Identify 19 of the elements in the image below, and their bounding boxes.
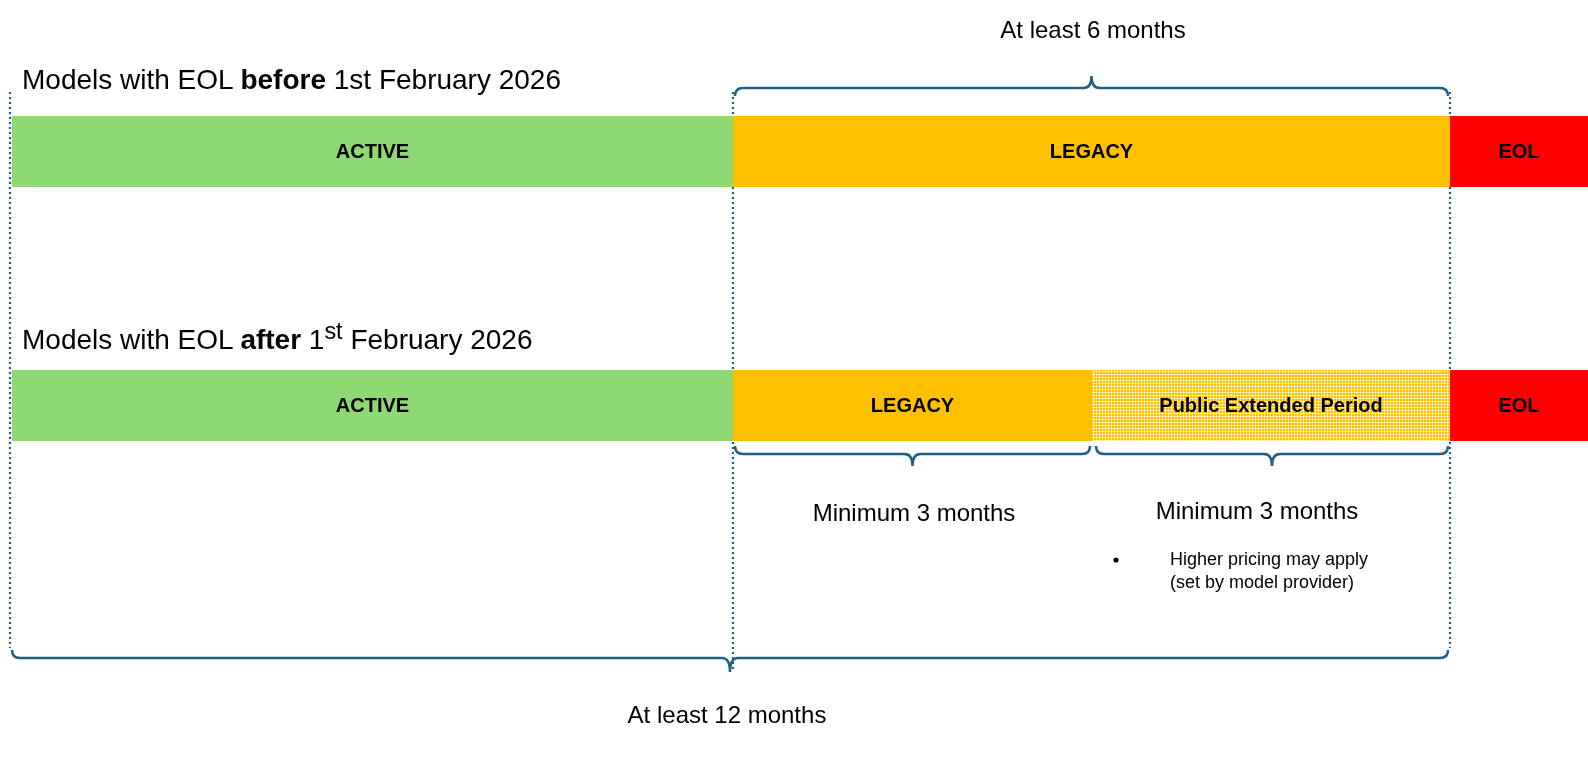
duration-label: Minimum 3 months [812,498,1016,529]
phase-label: EOL [1498,140,1540,163]
section-heading: Models with EOL after 1$^{st}$ February 2026 [22,316,533,358]
phase-label: ACTIVE [335,394,410,417]
phase-label: LEGACY [870,394,955,417]
phase-label: ACTIVE [335,140,410,163]
duration-label: At least 6 months [1000,15,1186,46]
active-phase-bar [12,370,733,441]
section-heading: Models with EOL before 1st February 2026 [22,62,561,97]
legacy-phase-bar [733,370,1092,441]
duration-label: At least 12 months [627,700,827,731]
eol-phase-bar [1450,116,1588,187]
duration-label: Minimum 3 months [1155,496,1359,527]
phase-label: LEGACY [1049,140,1134,163]
phase-label: EOL [1498,394,1540,417]
bullet-note: Higher pricing may apply (set by model provider) [1170,548,1370,595]
legacy-phase-bar [733,116,1450,187]
eol-phase-bar [1450,370,1588,441]
active-phase-bar [12,116,733,187]
